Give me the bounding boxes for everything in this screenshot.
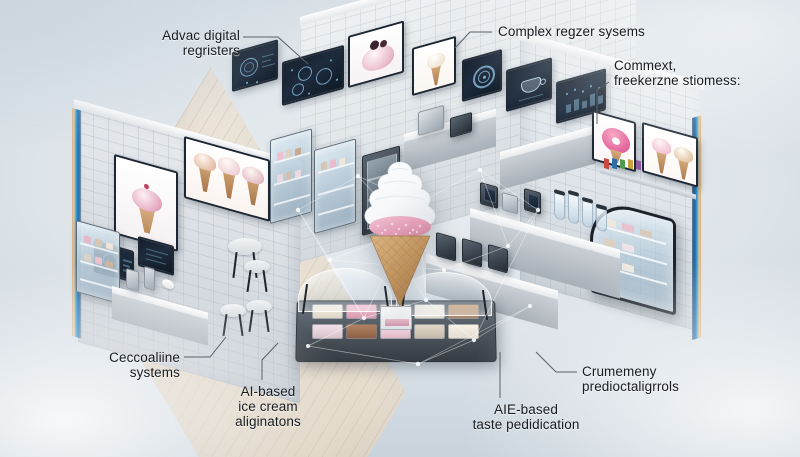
seating-area [214,238,334,348]
annotation-commext-freekerzne-stiomess: Commext, freekerzne stiomess: [614,58,741,89]
shelf-bottle-3 [620,159,625,170]
cafe-table-top [228,238,262,255]
cupcake-poster [114,154,178,252]
glass-dispenser-jars [554,186,618,238]
berry-cake-poster [348,20,404,88]
gauge-screen[interactable] [462,48,502,102]
floating-soft-serve-cone [352,158,448,310]
register-unit[interactable] [502,192,518,215]
back-fridge-1 [270,128,312,224]
annotation-advac-digital-registers: Advac digital regristers [162,28,240,59]
annotation-ai-based-ice-cream-aliginatons: AI-based ice cream aliginatons [235,384,301,430]
pos-terminal-2[interactable] [524,188,541,215]
shelf-bottle-4 [628,159,633,170]
left-machine-b [144,266,155,292]
annotation-complex-regzer-sysems: Complex regzer sysems [498,24,645,39]
cafe-stool-2 [220,304,246,317]
back-fridge-2 [314,138,356,234]
shelf-bottle-1 [604,158,609,170]
cafe-stool-1 [244,260,270,273]
left-machine-a [126,268,139,292]
shelf-bottle-5 [636,160,641,171]
neural-net-screen[interactable] [282,44,344,106]
cafe-stool-3 [246,300,272,313]
vanilla-cone-poster [412,35,456,96]
annotation-crumemeny-predioctaligrrols: Crumemeny predioctaligrrols [582,364,679,395]
sundae-trio-poster [184,136,270,222]
ice-cream-bowl [162,278,174,291]
shelf-bottle-2 [612,158,617,170]
annotation-aie-based-taste-pedidication: AIE-based taste pedidication [472,402,580,433]
pos-terminal-1[interactable] [480,182,498,209]
annotation-ceccoaliine-systems: Ceccoaliine systems [109,350,180,381]
cone-duo-poster [642,122,698,188]
